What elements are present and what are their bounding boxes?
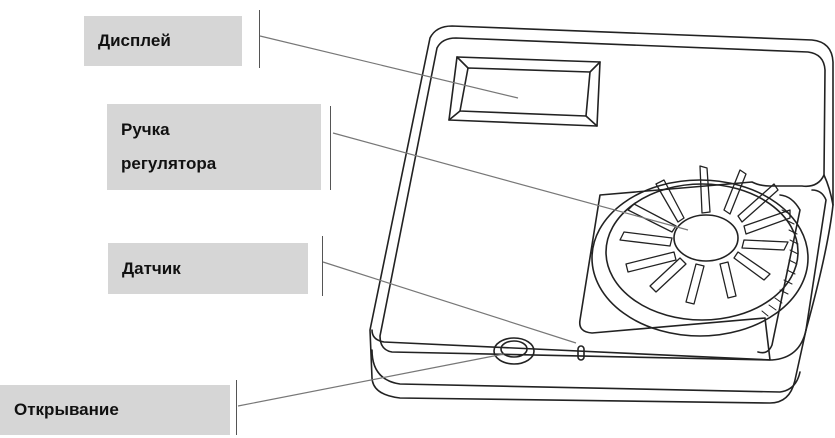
display-pointer-line — [260, 36, 518, 98]
knob-center — [674, 215, 738, 261]
knob-label-tick — [330, 106, 331, 190]
knob-recess-ring — [592, 180, 808, 336]
display-label-text: Дисплей — [98, 31, 171, 51]
display-screen — [460, 68, 590, 116]
display-label: Дисплей — [84, 16, 242, 66]
knob-label-line2: регулятора — [121, 147, 216, 181]
opening-label-tick — [236, 380, 237, 435]
knob-label: Ручка регулятора — [107, 104, 321, 190]
sensor-label-tick — [322, 236, 323, 296]
opening-label: Открывание — [0, 385, 230, 435]
sensor-slot — [578, 346, 584, 360]
opening-label-text: Открывание — [14, 400, 119, 420]
device-body-outline — [370, 26, 833, 403]
sensor-pointer-line — [323, 262, 576, 343]
sensor-label-text: Датчик — [122, 259, 181, 279]
device-top-face — [380, 38, 825, 360]
display-label-tick — [259, 10, 260, 68]
opening-button-outer — [494, 338, 534, 364]
knob-pointer-line — [333, 133, 688, 230]
sensor-label: Датчик — [108, 243, 308, 294]
knob-label-line1: Ручка — [121, 113, 170, 147]
